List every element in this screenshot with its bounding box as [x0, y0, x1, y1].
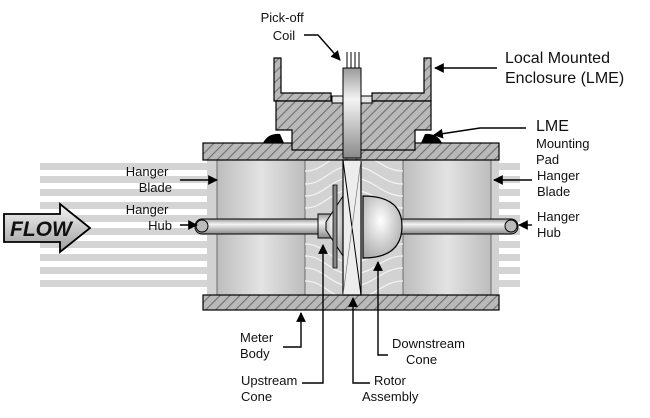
label-hanger-blade-right: Hanger Blade	[537, 168, 583, 199]
rotor-assembly-shape	[194, 159, 519, 296]
label-rotor-assembly: Rotor Assembly	[362, 373, 419, 404]
pickoff-coil-shape	[342, 52, 362, 159]
flow-arrow: FLOW	[3, 202, 92, 254]
label-hanger-hub-right: Hanger Hub	[537, 209, 583, 240]
lme-weld-right	[421, 133, 442, 143]
label-hanger-blade-left: Hanger Blade	[126, 164, 172, 195]
flow-label: FLOW	[10, 218, 74, 241]
label-meter-body: Meter Body	[240, 330, 277, 361]
label-upstream-cone: Upstream Cone	[241, 373, 301, 404]
label-lme-mounting-pad: LME Mounting Pad	[536, 118, 594, 167]
label-lme: Local Mounted Enclosure (LME)	[505, 50, 624, 87]
label-hanger-hub-left: Hanger Hub	[126, 202, 172, 233]
label-pickoff-coil: Pick-off Coil	[261, 10, 308, 43]
label-downstream-cone: Downstream Cone	[392, 336, 469, 367]
labels: Pick-off Coil Local Mounted Enclosure (L…	[126, 10, 624, 404]
leader-lines	[180, 34, 532, 384]
downstream-cone-shape	[362, 195, 403, 259]
bottom-wall	[202, 294, 500, 311]
lme-weld-left	[263, 133, 284, 143]
